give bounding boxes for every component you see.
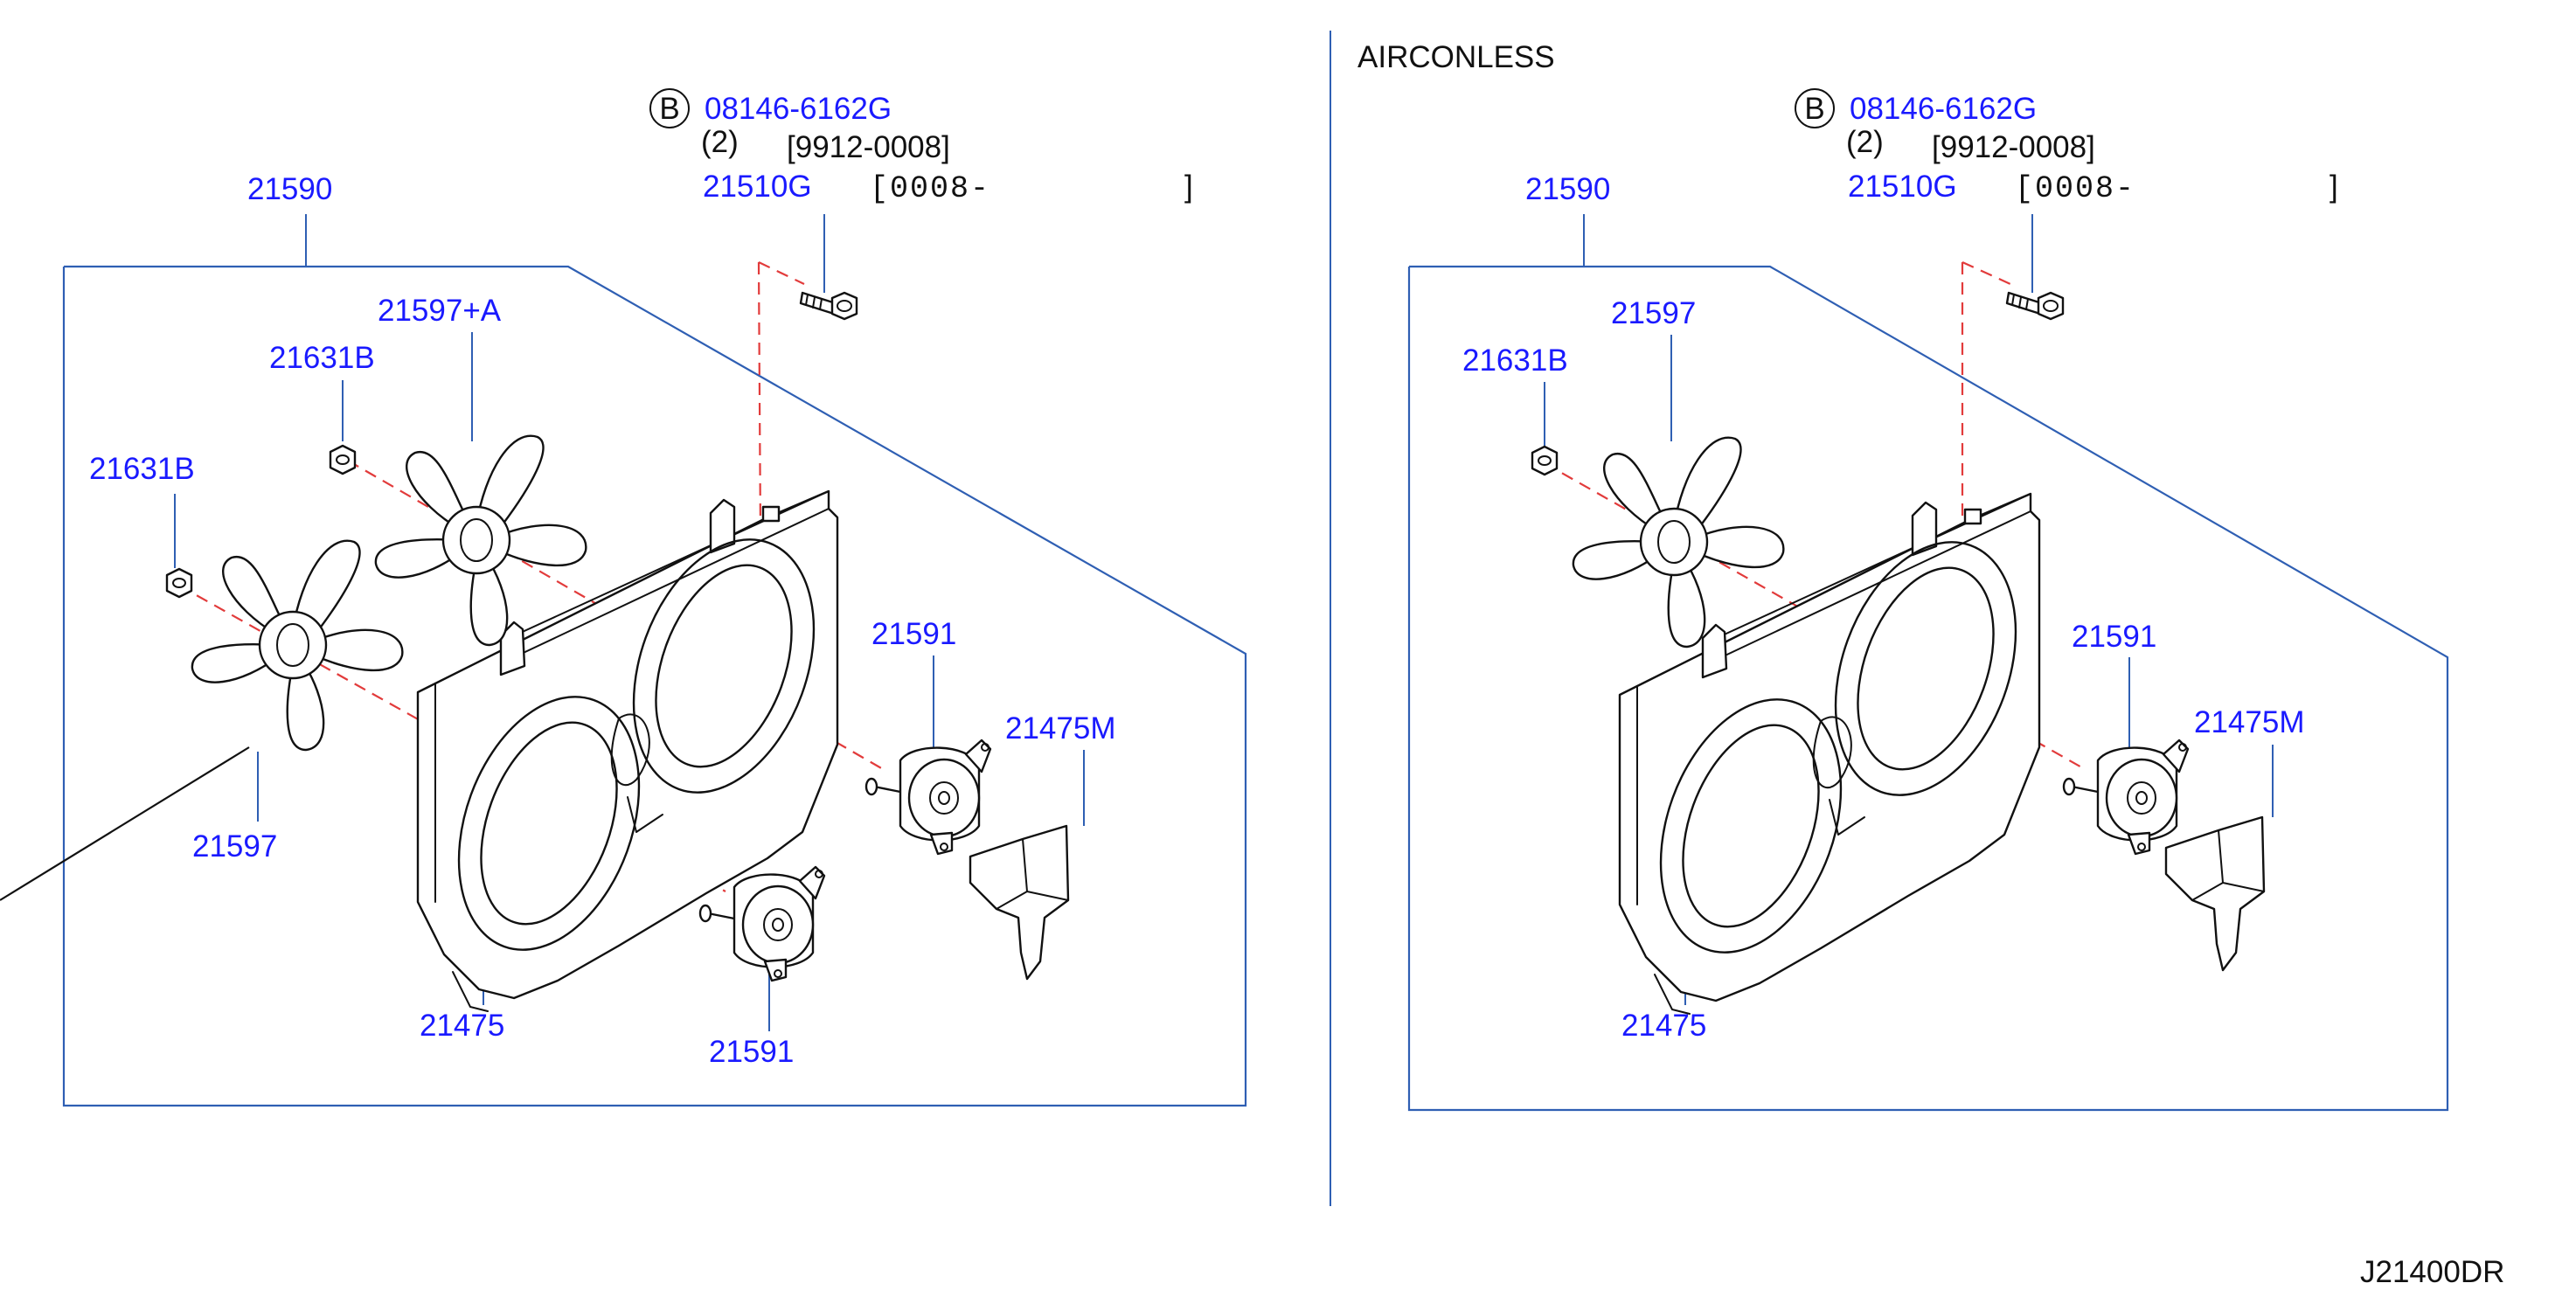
motor-upper-left: [864, 739, 992, 856]
label-motor-right: 21591: [2072, 620, 2156, 654]
centerline-bolt-right: [1962, 260, 2011, 286]
nut-right: [1531, 445, 1559, 476]
label-nut-lower-left: 21631B: [89, 452, 195, 486]
callout-b-letter-left: B: [659, 92, 679, 126]
left-panel: B 08146-6162G (2) [9912-0008] 21510G [00…: [0, 88, 1247, 1107]
airconless-heading: AIRCONLESS: [1357, 40, 1555, 74]
fan-right: [1572, 436, 1785, 648]
bolt-alt-date-end-left: ]: [1184, 170, 1193, 204]
label-shroud-assembly-left: 21590: [247, 172, 332, 206]
label-fan-upper-left: 21597+A: [378, 294, 502, 328]
label-shroud-assembly-right: 21590: [1525, 172, 1610, 206]
diagram-code: J21400DR: [2360, 1255, 2504, 1289]
bolt-date-range-right: [9912-0008]: [1932, 130, 2095, 164]
bolt-part-number-right: 08146-6162G: [1850, 92, 2037, 126]
bolt-alt-date-end-right: ]: [2330, 170, 2338, 204]
callout-b-circle-right: [1795, 88, 1835, 128]
centerline-bolt-vertical-left: [757, 261, 762, 534]
bolt-alt-part-number-right: 21510G: [1848, 170, 1957, 204]
label-fan-right: 21597: [1611, 296, 1696, 330]
label-nut-right: 21631B: [1462, 343, 1568, 378]
assembly-frame-left: [62, 265, 1247, 1107]
centerline-bolt-left: [758, 261, 805, 285]
assembly-frame-right: [1407, 265, 2449, 1112]
label-nut-upper-left: 21631B: [269, 341, 375, 375]
motor-right: [2062, 739, 2190, 856]
bolt-date-range-left: [9912-0008]: [787, 130, 950, 164]
label-motor-upper-left: 21591: [871, 617, 956, 651]
label-shroud-right: 21475: [1621, 1009, 1706, 1043]
bolt-alt-date-start-left: [0008-: [870, 171, 990, 206]
seal-right: [2164, 815, 2266, 972]
label-fan-lower-left: 21597: [192, 829, 277, 864]
label-seal-left: 21475M: [1005, 711, 1115, 746]
nut-lower-left: [165, 567, 193, 599]
fan-lower-left: [191, 539, 404, 752]
nut-upper-left: [329, 444, 357, 475]
seal-left: [969, 824, 1070, 981]
leader-off-frame-left: [0, 746, 250, 901]
bolt-alt-part-number-left: 21510G: [703, 170, 812, 204]
bolt-alt-date-start-right: [0008-: [2015, 171, 2135, 206]
bolt-left: [799, 291, 858, 321]
bolt-quantity-left: (2): [701, 125, 739, 159]
bolt-quantity-right: (2): [1846, 125, 1884, 159]
label-shroud-left: 21475: [420, 1009, 504, 1043]
bolt-part-number-left: 08146-6162G: [705, 92, 892, 126]
bolt-right: [2005, 291, 2065, 321]
callout-b-circle-left: [649, 88, 690, 128]
label-seal-right: 21475M: [2194, 705, 2304, 739]
callout-b-letter-right: B: [1804, 92, 1824, 126]
right-panel: AIRCONLESS B 08146-6162G (2) [9912-0008]…: [1357, 40, 2449, 1112]
fan-upper-left: [374, 434, 587, 647]
label-motor-lower-left: 21591: [709, 1035, 794, 1069]
